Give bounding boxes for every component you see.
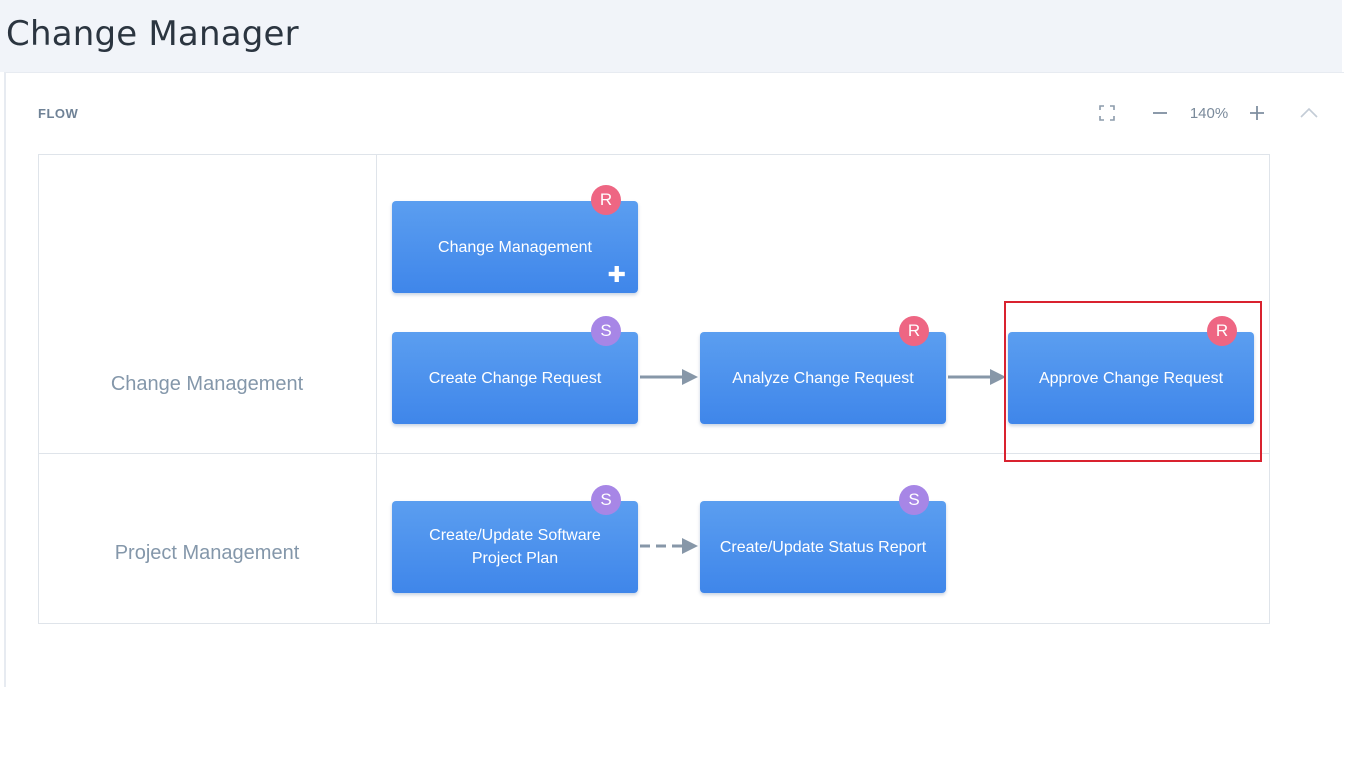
node-status-report[interactable]: Create/Update Status Report	[700, 501, 946, 593]
swimlane-grid	[38, 154, 1270, 624]
chevron-up-icon	[1300, 107, 1318, 118]
arrow-analyze-to-approve	[948, 369, 1006, 385]
zoom-in-button[interactable]	[1247, 103, 1267, 123]
node-label: Create/Update Software Project Plan	[429, 527, 601, 567]
plus-icon	[1250, 106, 1264, 120]
page-title: Change Manager	[6, 14, 299, 54]
node-label: Analyze Change Request	[732, 369, 914, 387]
node-analyze-change-request[interactable]: Analyze Change Request	[700, 332, 946, 424]
node-software-project-plan[interactable]: Create/Update Software Project Plan	[392, 501, 638, 593]
node-approve-change-request[interactable]: Approve Change Request	[1008, 332, 1254, 424]
page-header: Change Manager	[0, 0, 1342, 72]
arrow-plan-to-status-dashed	[640, 538, 698, 554]
role-badge: S	[591, 485, 621, 515]
role-badge: R	[1207, 316, 1237, 346]
selection-highlight	[1004, 301, 1262, 462]
zoom-out-button[interactable]	[1150, 103, 1170, 123]
fullscreen-icon-glyph	[1099, 105, 1115, 121]
role-badge: R	[591, 185, 621, 215]
lane-name-change-management: Change Management	[110, 373, 304, 395]
lane-divider	[38, 453, 1270, 454]
node-change-management[interactable]: Change Management ✚	[392, 201, 638, 293]
arrow-create-to-analyze	[640, 369, 698, 385]
lane-name-project-management: Project Management	[114, 542, 300, 564]
lane-divider	[376, 154, 377, 624]
panel-label: FLOW	[38, 106, 79, 121]
minus-icon	[1153, 112, 1167, 114]
role-badge: S	[899, 485, 929, 515]
collapse-button[interactable]	[1299, 103, 1319, 123]
node-label: Create Change Request	[428, 369, 602, 387]
role-badge: R	[899, 316, 929, 346]
expand-plus-icon[interactable]: ✚	[607, 262, 626, 287]
node-create-change-request[interactable]: Create Change Request	[392, 332, 638, 424]
node-label: Approve Change Request	[1038, 369, 1224, 387]
zoom-level: 140%	[1189, 105, 1229, 122]
role-badge: S	[591, 316, 621, 346]
fullscreen-icon[interactable]	[1097, 103, 1117, 123]
node-label: Create/Update Status Report	[719, 538, 927, 556]
node-label: Change Management	[438, 238, 592, 256]
